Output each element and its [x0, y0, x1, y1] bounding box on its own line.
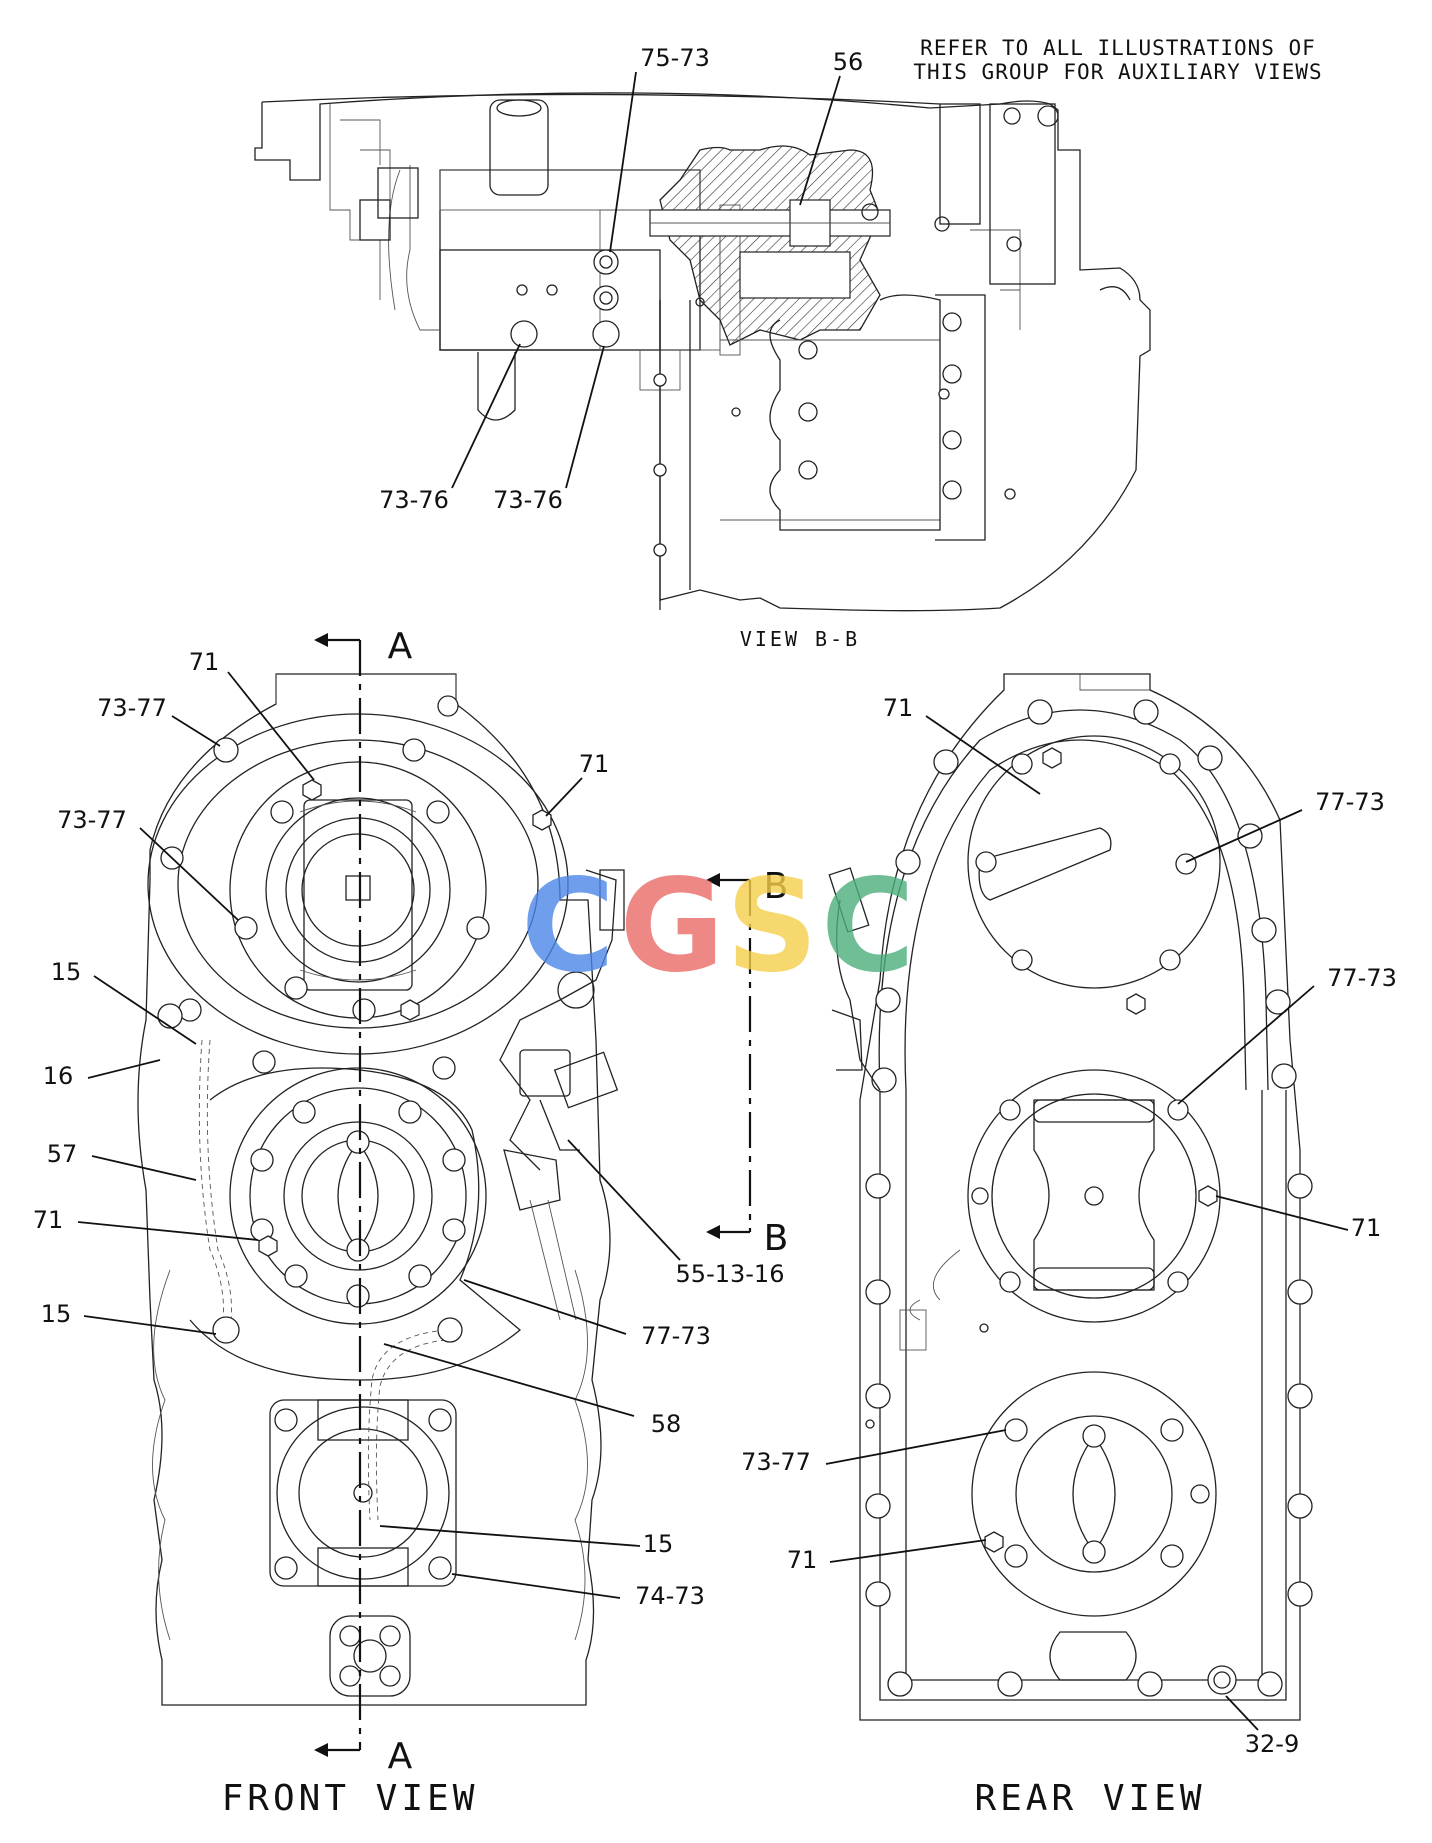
callout-73-76-left: 73-76 [379, 486, 449, 514]
callout-15-mid: 15 [41, 1300, 72, 1328]
callout-74-73: 74-73 [635, 1582, 705, 1610]
callout-rear-77-73-mid: 77-73 [1327, 964, 1397, 992]
section-view-b-b [254, 92, 1151, 612]
callout-71-right: 71 [579, 750, 610, 778]
section-view-callouts: 75-73 56 73-76 73-76 [379, 44, 863, 514]
callout-73-76-right: 73-76 [493, 486, 563, 514]
rear-view [828, 673, 1313, 1721]
callout-rear-77-73-top: 77-73 [1315, 788, 1385, 816]
callout-71-mid: 71 [33, 1206, 64, 1234]
front-view-label: FRONT VIEW [222, 1778, 479, 1819]
callout-71-top: 71 [189, 648, 220, 676]
rear-view-label: REAR VIEW [974, 1778, 1205, 1819]
front-view-callouts: 71 73-77 71 73-77 15 16 57 71 55-13-16 1… [33, 648, 785, 1610]
section-line-a-a: A A [314, 626, 413, 1777]
callout-rear-71-bottom: 71 [787, 1546, 818, 1574]
callout-58: 58 [651, 1410, 682, 1438]
callout-rear-32-9: 32-9 [1245, 1730, 1299, 1758]
callout-57: 57 [47, 1140, 78, 1168]
front-view [137, 673, 625, 1706]
section-view-label: VIEW B-B [740, 627, 860, 651]
callout-rear-73-77: 73-77 [741, 1448, 811, 1476]
callout-15-top: 15 [51, 958, 82, 986]
callout-15-bottom: 15 [643, 1530, 674, 1558]
section-marker-a-top: A [388, 626, 413, 667]
section-marker-a-bottom: A [388, 1736, 413, 1777]
section-marker-b-top: B [764, 866, 789, 907]
section-line-b-b: B B [706, 866, 788, 1259]
cgsc-watermark: C G S C [521, 852, 915, 1001]
callout-75-73: 75-73 [640, 44, 710, 72]
callout-rear-71-top: 71 [883, 694, 914, 722]
watermark-letter-4: C [821, 852, 915, 1001]
section-marker-b-bottom: B [764, 1218, 789, 1259]
callout-73-77-top: 73-77 [97, 694, 167, 722]
watermark-letter-2: G [619, 852, 724, 1001]
watermark-letter-3: S [726, 852, 818, 1001]
rear-view-callouts: 71 77-73 77-73 71 73-77 71 32-9 [741, 694, 1397, 1758]
callout-55-13-16: 55-13-16 [676, 1260, 785, 1288]
callout-rear-71-mid: 71 [1351, 1214, 1382, 1242]
callout-73-77-mid: 73-77 [57, 806, 127, 834]
note-line-1: REFER TO ALL ILLUSTRATIONS OF [920, 36, 1316, 60]
callout-56: 56 [833, 48, 864, 76]
callout-16: 16 [43, 1062, 74, 1090]
note-line-2: THIS GROUP FOR AUXILIARY VIEWS [913, 60, 1322, 84]
watermark-letter-1: C [521, 852, 615, 1001]
callout-77-73: 77-73 [641, 1322, 711, 1350]
